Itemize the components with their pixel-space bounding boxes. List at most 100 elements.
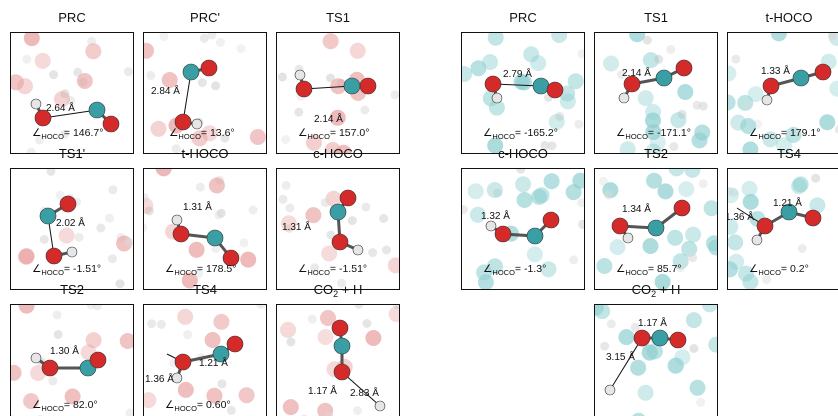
- background-atom: [85, 43, 102, 60]
- background-atom: [22, 54, 32, 64]
- background-atom: [486, 182, 503, 198]
- title-tail: + H: [338, 282, 363, 297]
- right-panel-title: c-HOCO: [498, 146, 548, 161]
- angle-label: ∠HOCO= -1.51°: [32, 263, 101, 277]
- distance-label: 1.36 Å: [145, 372, 174, 385]
- panel-frame: [10, 168, 134, 290]
- distance-line: [341, 371, 381, 407]
- background-atom: [305, 207, 322, 224]
- background-atom: [477, 274, 494, 290]
- background-atom: [742, 273, 759, 290]
- background-atom: [285, 203, 295, 213]
- background-atom: [86, 304, 96, 310]
- angle-value: = 178.5°: [197, 263, 237, 275]
- right-panel-title: CO2 + H: [594, 282, 718, 299]
- background-atom: [677, 109, 687, 119]
- background-atom: [727, 218, 739, 235]
- left-panel-title: CO2 + H: [276, 282, 400, 299]
- background-atom: [388, 306, 400, 323]
- panel-frame: [143, 32, 267, 154]
- background-atom: [18, 304, 35, 314]
- angle-symbol: ∠: [32, 399, 41, 411]
- oxygen-atom: [222, 249, 240, 267]
- angle-subscript: HOCO: [41, 132, 64, 141]
- right-structure-panel: 1.36 Å1.21 Å∠HOCO= 0.2°: [727, 168, 838, 290]
- oxygen-atom: [295, 80, 313, 98]
- panel-frame: [276, 304, 400, 416]
- background-atom: [277, 72, 287, 82]
- background-atom: [674, 349, 691, 366]
- background-atom: [574, 119, 584, 129]
- background-atom: [526, 246, 543, 263]
- background-atom: [115, 279, 125, 289]
- background-atom: [730, 114, 747, 131]
- background-atom: [645, 124, 662, 140]
- background-atom: [365, 330, 382, 346]
- left-panel-title: TS1': [58, 146, 86, 161]
- oxygen-atom: [633, 329, 651, 347]
- left-panel-title: TS4: [193, 282, 217, 297]
- angle-label: ∠HOCO= 82.0°: [32, 399, 98, 413]
- background-atom: [207, 32, 217, 40]
- background-atom: [10, 74, 24, 91]
- background-atom: [482, 54, 499, 71]
- background-atom: [146, 70, 156, 80]
- background-atom: [689, 344, 699, 353]
- background-atom: [360, 105, 370, 115]
- panel-frame: [594, 32, 718, 154]
- background-atom: [195, 182, 205, 192]
- background-atom: [548, 113, 565, 130]
- background-atom: [92, 304, 102, 311]
- oxygen-atom: [339, 189, 357, 207]
- background-atom: [76, 73, 93, 89]
- background-atom: [105, 213, 114, 223]
- left-panel-title: TS2: [60, 282, 84, 297]
- panel-frame: [143, 168, 267, 290]
- background-atom: [286, 337, 296, 347]
- title-main: CO: [631, 282, 652, 297]
- carbon-atom: [532, 77, 550, 95]
- background-atom: [156, 319, 166, 329]
- background-atom: [215, 38, 225, 47]
- background-atom: [578, 219, 585, 229]
- right-structure-panel: 1.17 Å3.15 Å: [594, 304, 718, 416]
- background-atom: [676, 263, 685, 273]
- background-atom: [181, 272, 198, 289]
- background-atom: [211, 244, 221, 254]
- distance-label: 1.31 Å: [183, 200, 212, 213]
- distance-label: 2.64 Å: [46, 101, 75, 114]
- background-atom: [577, 49, 585, 59]
- background-atom: [48, 376, 58, 386]
- carbon-atom: [88, 101, 106, 119]
- background-atom: [206, 387, 223, 404]
- background-atom: [698, 101, 708, 111]
- background-atom: [516, 168, 526, 174]
- angle-value: = -165.2°: [515, 127, 558, 139]
- left-panel-title: c-HOCO: [313, 146, 363, 161]
- oxygen-atom: [756, 217, 774, 235]
- background-atom: [284, 224, 294, 234]
- background-atom: [630, 322, 640, 332]
- background-atom: [729, 188, 739, 197]
- distance-label: 2.02 Å: [56, 216, 85, 229]
- background-atom: [727, 187, 733, 197]
- background-atom: [23, 393, 40, 410]
- title-tail: + H: [656, 282, 681, 297]
- background-atom: [280, 215, 297, 232]
- carbon-atom: [792, 69, 810, 87]
- oxygen-atom: [546, 81, 564, 99]
- background-atom: [603, 55, 620, 72]
- right-panel-title: TS1: [644, 10, 668, 25]
- angle-subscript: HOCO: [41, 268, 64, 277]
- background-atom: [791, 178, 807, 195]
- angle-label: ∠HOCO= 157.0°: [298, 127, 369, 141]
- background-atom: [46, 168, 56, 176]
- title-subscript: 2: [651, 289, 657, 299]
- background-atom: [310, 263, 320, 273]
- hydrogen-atom: [352, 244, 364, 256]
- oxygen-atom: [226, 335, 244, 353]
- carbon-atom: [647, 219, 665, 237]
- angle-symbol: ∠: [483, 127, 492, 139]
- background-atom: [34, 52, 51, 69]
- background-atom: [55, 190, 65, 200]
